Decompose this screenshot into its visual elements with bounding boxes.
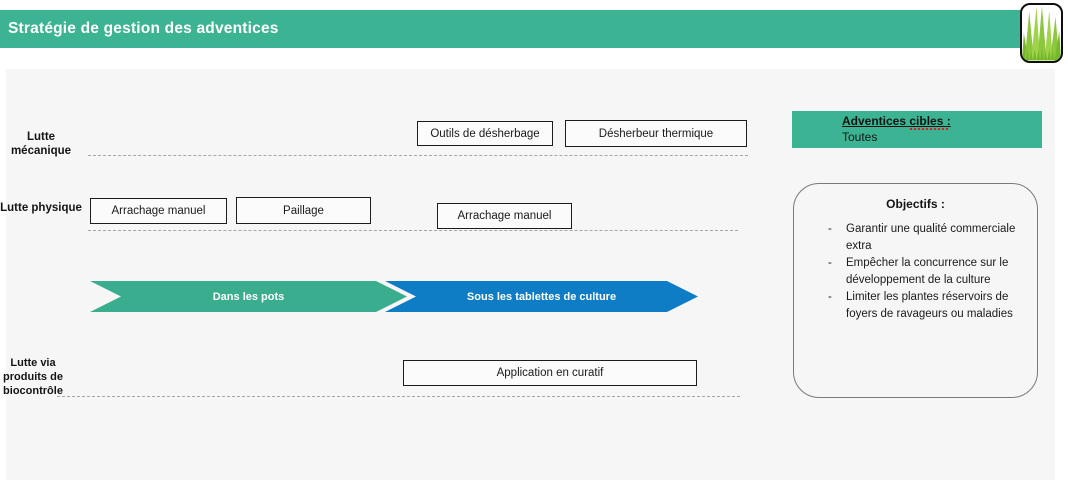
box-application-en-curatif: Application en curatif (403, 360, 697, 386)
arrow-label: Sous les tablettes de culture (466, 290, 617, 303)
objectifs-title: Objectifs : (886, 197, 945, 211)
box-outils-de-desherbage: Outils de désherbage (417, 121, 553, 146)
box-arrachage-manuel-1: Arrachage manuel (90, 198, 227, 224)
grass-icon (1022, 5, 1061, 61)
page-title: Stratégie de gestion des adventices (8, 20, 279, 37)
objectif-item: Empêcher la concurrence sur le développe… (828, 255, 1016, 289)
dotted-line-biocontrole (57, 396, 740, 397)
objectif-item: Limiter les plantes réservoirs de foyers… (828, 289, 1016, 323)
dotted-line-mecanique (88, 155, 748, 156)
row-label-lutte-biocontrole: Lutte via produits de biocontrôle (3, 357, 63, 397)
objectif-item: Garantir une qualité commerciale extra (828, 221, 1016, 255)
box-paillage: Paillage (236, 197, 371, 224)
dotted-line-physique (88, 230, 738, 231)
box-arrachage-manuel-2: Arrachage manuel (437, 203, 572, 229)
adventices-cibles-title-text: Adventices cibles : (842, 114, 951, 128)
arrow-sous-les-tablettes: Sous les tablettes de culture (385, 281, 698, 312)
adventices-cibles-title: Adventices cibles : (842, 113, 951, 130)
row-label-lutte-mecanique: Lutte mécanique (10, 131, 72, 157)
spellcheck-underline (910, 128, 948, 130)
adventices-cibles-panel: Adventices cibles : Toutes (792, 111, 1042, 148)
box-desherbeur-thermique: Désherbeur thermique (565, 120, 747, 147)
adventices-cibles-value: Toutes (842, 130, 878, 144)
arrow-dans-les-pots: Dans les pots (90, 281, 407, 312)
grass-logo (1020, 3, 1063, 63)
objectifs-list: Garantir une qualité commerciale extra E… (828, 221, 1016, 323)
objectifs-panel: Objectifs : Garantir une qualité commerc… (793, 183, 1038, 398)
arrow-label: Dans les pots (212, 290, 285, 303)
row-label-lutte-physique: Lutte physique (0, 202, 82, 214)
title-bar: Stratégie de gestion des adventices (0, 10, 1030, 48)
